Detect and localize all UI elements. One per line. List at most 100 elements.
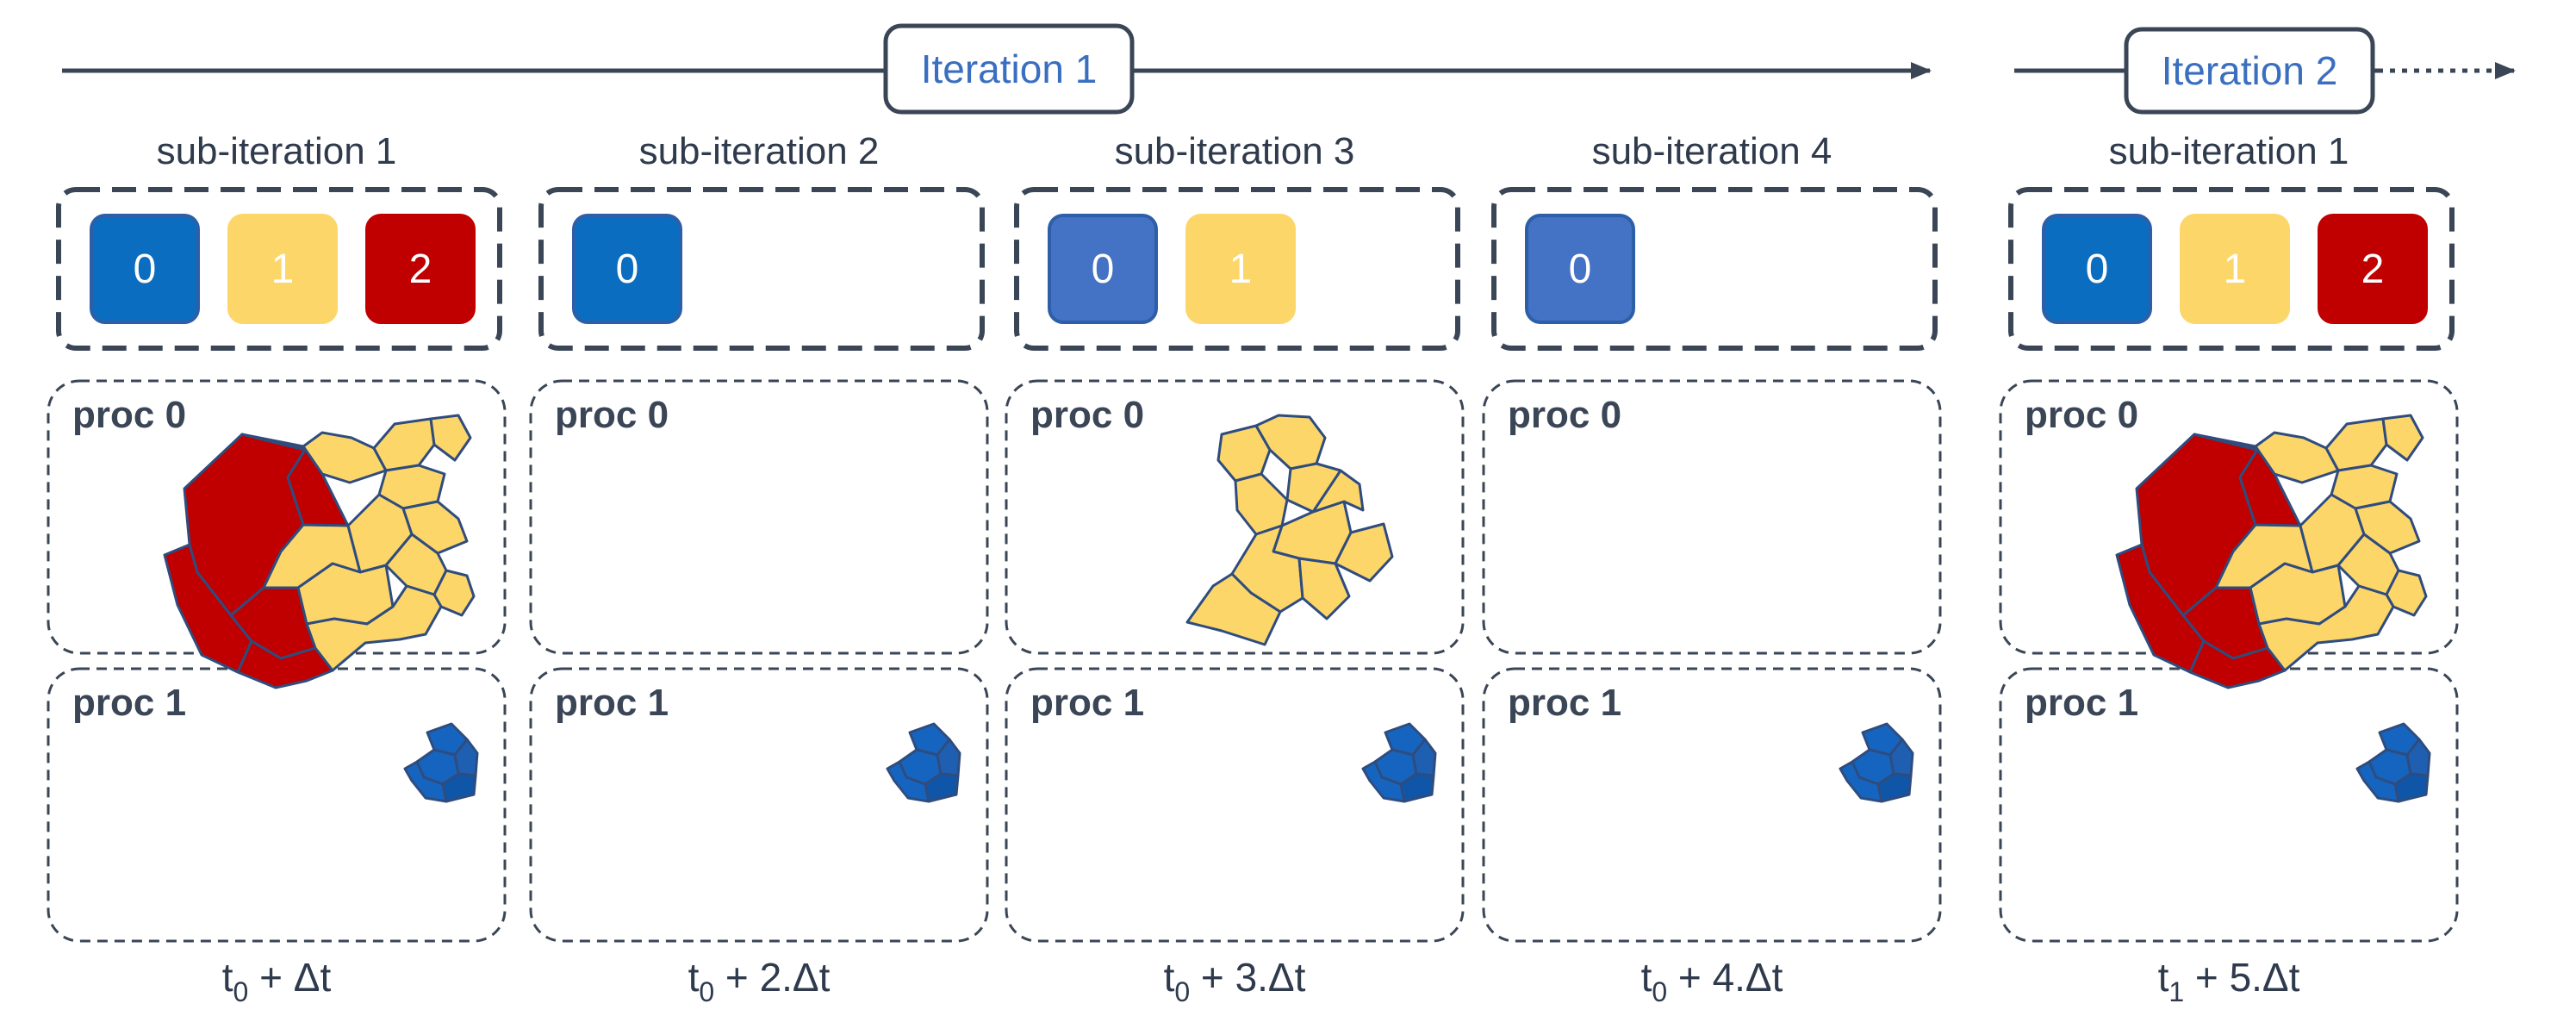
yellow-mesh-cell <box>1334 522 1394 583</box>
time-label: t0 + 2.Δt <box>688 955 831 1007</box>
proc-0-label: proc 0 <box>72 394 186 436</box>
blue-mesh-cell <box>441 772 477 803</box>
rank-0-box <box>2042 214 2152 324</box>
iteration-1-label: Iteration 1 <box>921 47 1098 91</box>
rank-0-label: 0 <box>1569 246 1592 292</box>
time-subscript: 0 <box>699 976 714 1007</box>
proc-0-label: proc 0 <box>555 394 669 436</box>
proc-1-mesh <box>403 722 479 803</box>
yellow-mesh-cell <box>1311 469 1365 514</box>
sub-iteration-label: sub-iteration 3 <box>1115 130 1355 172</box>
sub-iteration-label: sub-iteration 2 <box>639 130 880 172</box>
yellow-mesh-cell <box>1185 572 1282 646</box>
proc-0-label: proc 0 <box>1030 394 1144 436</box>
rank-1-label: 1 <box>271 246 295 292</box>
time-label: t1 + 5.Δt <box>2158 955 2300 1007</box>
proc-1-panel <box>1005 667 1465 943</box>
rank-0-box <box>1525 214 1635 324</box>
red-mesh-cell <box>2188 639 2287 689</box>
time-offset: + 3.Δt <box>1190 955 1306 1000</box>
proc-1-panel <box>529 667 989 943</box>
rank-group-box <box>2008 187 2455 351</box>
time-subscript: 0 <box>1174 976 1190 1007</box>
yellow-mesh-cell <box>429 414 472 462</box>
rank-group-box <box>538 187 985 351</box>
rank-group-box <box>1014 187 1460 351</box>
blue-mesh-cell <box>1411 738 1437 777</box>
rank-2-box <box>365 214 476 324</box>
proc-1-label: proc 1 <box>1508 682 1621 724</box>
proc-1-label: proc 1 <box>2025 682 2138 724</box>
proc-0-panel <box>1005 379 1465 655</box>
blue-mesh-cell <box>2355 760 2400 803</box>
sub-iteration-label: sub-iteration 4 <box>1592 130 1832 172</box>
blue-mesh-cell <box>1876 772 1913 803</box>
rank-0-label: 0 <box>1092 246 1115 292</box>
yellow-mesh-cell <box>1297 557 1351 620</box>
rank-0-box <box>90 214 200 324</box>
blue-mesh-cell <box>1399 772 1435 803</box>
time-label: t0 + 4.Δt <box>1641 955 1783 1007</box>
rank-1-box <box>227 214 338 324</box>
yellow-mesh-cell <box>372 417 436 472</box>
time-label: t0 + 3.Δt <box>1164 955 1306 1007</box>
rank-group-box <box>1491 187 1938 351</box>
rank-0-label: 0 <box>616 246 639 292</box>
red-mesh-cell <box>236 639 334 689</box>
blue-mesh-cell <box>2405 738 2431 777</box>
yellow-mesh-cell <box>2257 584 2395 672</box>
time-offset: + 5.Δt <box>2184 955 2300 1000</box>
blue-mesh-cell <box>1361 760 1406 803</box>
yellow-mesh-cell <box>2324 417 2388 472</box>
proc-0-panel <box>1482 379 1942 655</box>
rank-2-label: 2 <box>409 246 432 292</box>
blue-mesh-cell <box>453 738 479 777</box>
rank-1-label: 1 <box>2224 246 2247 292</box>
blue-mesh-cell <box>886 760 930 803</box>
time-base: t <box>2158 955 2169 1000</box>
rank-0-label: 0 <box>134 246 157 292</box>
proc-1-mesh <box>1361 722 1437 803</box>
sub-iteration-label: sub-iteration 1 <box>2109 130 2349 172</box>
time-offset: + 4.Δt <box>1667 955 1783 1000</box>
iteration-1-box: Iteration 1 <box>883 23 1135 115</box>
rank-0-box <box>1048 214 1158 324</box>
time-base: t <box>1164 955 1175 1000</box>
proc-0-panel <box>529 379 989 655</box>
sub-iteration-label: sub-iteration 1 <box>157 130 397 172</box>
proc-1-label: proc 1 <box>1030 682 1144 724</box>
time-base: t <box>222 955 233 1000</box>
yellow-mesh-cell <box>2381 414 2424 462</box>
blue-mesh-cell <box>403 760 448 803</box>
blue-mesh-cell <box>924 772 960 803</box>
proc-1-mesh <box>1839 722 1914 803</box>
proc-0-mesh <box>1185 414 1394 646</box>
iteration-2-box: Iteration 2 <box>2124 27 2375 115</box>
yellow-mesh-cell <box>305 584 443 672</box>
proc-1-panel <box>1482 667 1942 943</box>
proc-1-label: proc 1 <box>72 682 186 724</box>
blue-mesh-cell <box>1888 738 1914 777</box>
yellow-mesh-cell <box>1254 414 1327 471</box>
rank-2-box <box>2318 214 2428 324</box>
rank-group-box <box>56 187 502 351</box>
proc-1-label: proc 1 <box>555 682 669 724</box>
time-offset: + 2.Δt <box>714 955 831 1000</box>
rank-2-label: 2 <box>2361 246 2385 292</box>
time-subscript: 1 <box>2168 976 2184 1007</box>
rank-1-box <box>2180 214 2290 324</box>
time-base: t <box>1641 955 1652 1000</box>
time-subscript: 0 <box>233 976 249 1007</box>
proc-0-label: proc 0 <box>1508 394 1621 436</box>
blue-mesh-cell <box>2393 772 2430 803</box>
rank-0-box <box>572 214 682 324</box>
time-subscript: 0 <box>1652 976 1667 1007</box>
time-base: t <box>688 955 700 1000</box>
rank-1-box <box>1185 214 1296 324</box>
blue-mesh-cell <box>936 738 961 777</box>
proc-0-mesh <box>2115 414 2428 689</box>
